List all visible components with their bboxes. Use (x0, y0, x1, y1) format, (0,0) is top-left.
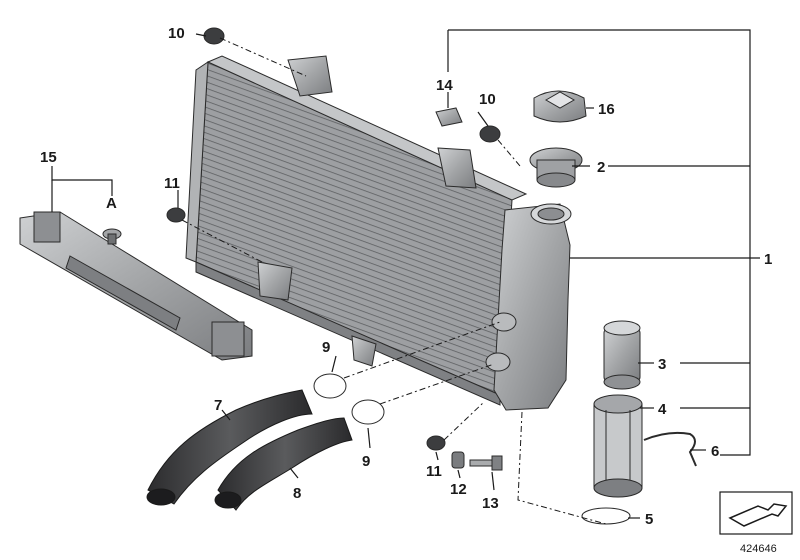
rubber-buffer-bottom (426, 435, 446, 451)
label-16: 16 (598, 101, 615, 118)
part-labels: 1 2 3 4 5 6 7 8 9 9 10 10 11 11 12 13 14… (40, 25, 772, 528)
label-8: 8 (293, 485, 301, 502)
grommet-top (203, 27, 225, 45)
radiator-holder (19, 211, 253, 361)
coolant-hose-lower (214, 417, 353, 511)
rubber-buffer-left (166, 207, 186, 223)
label-5: 5 (645, 511, 653, 528)
expanding-rivet (102, 228, 122, 245)
leader-lines (51, 29, 760, 519)
arrow-box (719, 491, 793, 535)
radiator-cap (533, 90, 587, 123)
document-number: 424646 (740, 543, 777, 555)
assembly-lines (181, 37, 607, 525)
o-ring (581, 507, 631, 525)
radiator-top-bracket (257, 55, 477, 367)
label-9-upper: 9 (322, 339, 330, 356)
label-6: 6 (711, 443, 719, 460)
thermostat-housing (485, 203, 572, 411)
hose-clamp-upper (313, 373, 347, 399)
label-12: 12 (450, 481, 467, 498)
label-A: A (106, 195, 117, 212)
label-11-left: 11 (164, 175, 180, 192)
label-15: 15 (40, 149, 57, 166)
spring-clip (643, 431, 697, 467)
hose-clamp-lower (351, 399, 385, 425)
label-10-middle: 10 (479, 91, 496, 108)
label-9-lower: 9 (362, 453, 370, 470)
label-13: 13 (482, 495, 499, 512)
label-2: 2 (597, 159, 605, 176)
label-3: 3 (658, 356, 666, 373)
label-1: 1 (764, 251, 772, 268)
navigation-arrow-icon (728, 503, 788, 527)
coolant-hose-upper (146, 389, 313, 506)
label-4: 4 (658, 401, 667, 418)
small-bracket (435, 107, 463, 127)
label-14: 14 (436, 77, 453, 94)
grommet-middle (479, 125, 501, 143)
label-11-bottom: 11 (426, 463, 442, 480)
label-7: 7 (214, 397, 222, 414)
hex-bolt (469, 455, 503, 471)
filter-insert (593, 394, 643, 498)
thermostat (603, 320, 641, 390)
label-10-top: 10 (168, 25, 185, 42)
spacer-sleeve (451, 451, 465, 469)
filler-neck (529, 147, 583, 188)
